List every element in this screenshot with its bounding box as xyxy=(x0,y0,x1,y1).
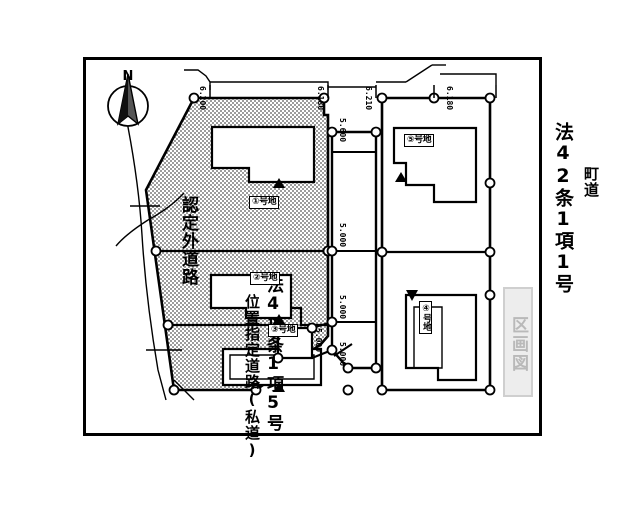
lot-label-2: ②号地 xyxy=(250,272,281,285)
lot-label-5: ⑤号地 xyxy=(404,134,435,147)
lot-5-entrance-marker xyxy=(395,172,407,182)
north-arrow: N xyxy=(107,69,149,127)
plot-map-drawing xyxy=(115,64,497,401)
lot-1-entrance-marker xyxy=(273,178,285,188)
dimension-top-2: 6.180 xyxy=(316,86,325,111)
road-cross-ties xyxy=(331,151,376,369)
lot-label-3: ③号地 xyxy=(268,324,299,337)
watermark-label: 区画図 xyxy=(503,287,533,397)
designated-road-text: 位置指定道路 xyxy=(243,294,261,390)
north-label: N xyxy=(123,69,134,84)
private-road-type-text: (私道) xyxy=(243,390,261,460)
lot-label-1: ①号地 xyxy=(249,196,280,209)
dimension-road-2: 5.000 xyxy=(338,223,347,248)
annotation-public-road-law: 法42条1項1号 xyxy=(552,122,574,294)
lot-2-entrance-marker xyxy=(273,314,285,324)
dimension-road-5: 5.000 xyxy=(338,342,347,367)
lot-4-building xyxy=(404,293,478,382)
dimension-top-3: 6.210 xyxy=(364,86,373,111)
lot-4-entrance-marker xyxy=(406,290,418,301)
lot-1-building xyxy=(210,125,316,184)
dimension-road-4: 5.000 xyxy=(314,328,323,353)
annotation-town-road: 町道 xyxy=(582,166,600,198)
dimension-top-1: 6.200 xyxy=(198,86,207,111)
dimension-top-4: 6.180 xyxy=(445,86,454,111)
annotation-unclassified-road: 認定外道路 xyxy=(178,196,198,286)
dimension-road-3: 5.000 xyxy=(338,295,347,320)
lot-3-entrance-marker xyxy=(273,382,285,392)
survey-points xyxy=(150,92,496,396)
lot-label-4: ④号地 xyxy=(419,301,432,334)
dimension-road-1: 5.600 xyxy=(338,118,347,143)
dimension-ticks xyxy=(209,85,497,98)
map-frame: N 認定外道路 法42条1項5号 位置指定道路(私道) 法42条1項1号 町道 … xyxy=(83,57,600,460)
lot-2-building xyxy=(209,273,293,320)
unclassified-road-lines xyxy=(115,92,195,401)
annotation-private-road-law: 法42条1項5号 xyxy=(263,276,283,432)
annotation-designated-road: 位置指定道路(私道) xyxy=(243,294,261,460)
